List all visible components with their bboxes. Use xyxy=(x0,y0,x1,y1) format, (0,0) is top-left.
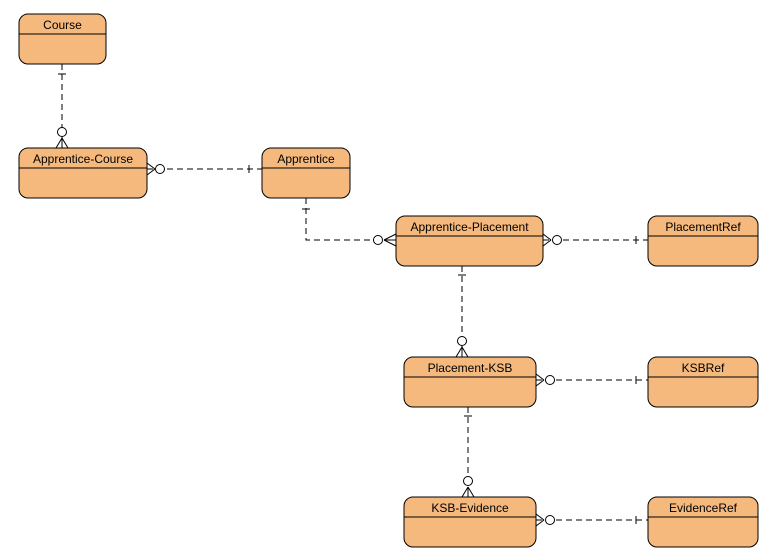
relationship-course-apprentice-course xyxy=(55,64,69,149)
relationship-placement-ksb-ksb-evidence xyxy=(461,407,475,498)
relationship-placementref-apprentice-placement xyxy=(542,233,648,247)
entity-ksbref-label: KSBRef xyxy=(682,361,725,375)
entity-ksb-evidence-label: KSB-Evidence xyxy=(431,501,509,515)
entity-evidenceref[interactable]: EvidenceRef xyxy=(647,496,759,548)
entity-apprentice-course[interactable]: Apprentice-Course xyxy=(18,147,148,199)
relationship-apprentice-apprentice-course xyxy=(146,162,262,176)
entity-placement-ksb-label: Placement-KSB xyxy=(428,361,513,375)
entity-apprentice-course-label: Apprentice-Course xyxy=(33,152,133,166)
entity-course-label: Course xyxy=(43,18,82,32)
relationship-apprentice-placement-placement-ksb xyxy=(455,266,469,358)
entity-placementref[interactable]: PlacementRef xyxy=(647,215,759,267)
relationship-ksbref-placement-ksb xyxy=(535,373,648,387)
entity-evidenceref-label: EvidenceRef xyxy=(669,501,738,515)
entity-apprentice-label: Apprentice xyxy=(277,152,335,166)
entity-apprentice-placement[interactable]: Apprentice-Placement xyxy=(395,215,544,267)
entity-placement-ksb[interactable]: Placement-KSB xyxy=(403,356,537,408)
relationship-evidenceref-ksb-evidence xyxy=(535,513,648,527)
entity-ksbref[interactable]: KSBRef xyxy=(647,356,759,408)
relationship-apprentice-apprentice-placement xyxy=(302,198,397,247)
entity-ksb-evidence[interactable]: KSB-Evidence xyxy=(403,496,537,548)
entity-apprentice[interactable]: Apprentice xyxy=(261,147,351,199)
entity-course[interactable]: Course xyxy=(18,13,107,65)
entity-placementref-label: PlacementRef xyxy=(665,220,741,234)
entity-apprentice-placement-label: Apprentice-Placement xyxy=(410,220,529,234)
